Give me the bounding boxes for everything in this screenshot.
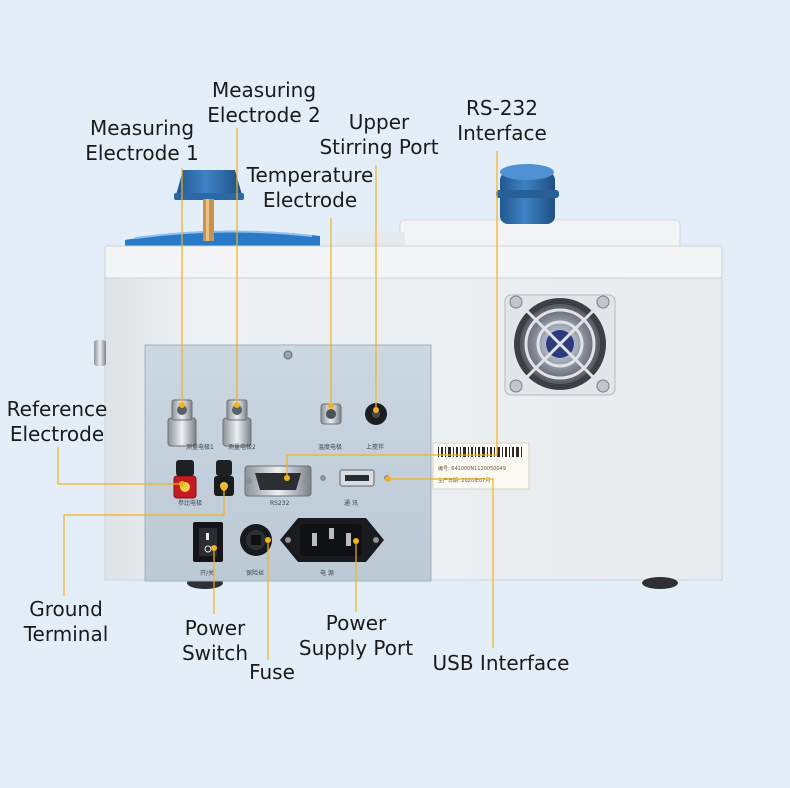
electrode-cap xyxy=(176,170,242,195)
callout-measuring-electrode-2: Measuring Electrode 2 xyxy=(207,78,321,127)
leader-lines xyxy=(57,128,498,660)
leader-ground-terminal xyxy=(63,488,225,596)
power-supply-port[interactable] xyxy=(280,518,384,562)
panel-label-comm: 通 讯 xyxy=(344,499,358,507)
panel-label-electrode-2: 测量电极2 xyxy=(228,443,256,451)
callout-fuse: Fuse xyxy=(249,660,295,684)
leader-end-dots xyxy=(179,402,391,551)
callout-rs232-interface: RS-232 Interface xyxy=(457,96,547,145)
leader-usb xyxy=(388,478,494,648)
production-date-text: 生产日期: 2020年07月 xyxy=(438,477,490,484)
callout-usb-interface: USB Interface xyxy=(432,651,570,675)
panel-label-electrode-1: 测量电极1 xyxy=(186,443,214,451)
panel-label-temperature: 温度电极 xyxy=(318,443,342,451)
panel-label-fuse: 保险丝 xyxy=(246,569,264,577)
panel-label-reference: 参比电极 xyxy=(178,499,202,507)
leader-rs232 xyxy=(286,151,498,478)
side-screw xyxy=(94,340,106,366)
fuse-holder[interactable] xyxy=(240,524,272,556)
bnc-measuring-electrode-2[interactable] xyxy=(222,399,252,447)
power-switch[interactable] xyxy=(193,522,223,562)
callout-upper-stirring-port: Upper Stirring Port xyxy=(319,110,439,159)
foot-right xyxy=(642,577,678,589)
stirrer-knob-top xyxy=(500,164,554,180)
stirrer-knob-ring xyxy=(496,190,559,198)
electrode-cap-base xyxy=(174,193,244,200)
callout-measuring-electrode-1: Measuring Electrode 1 xyxy=(85,116,199,165)
serial-sticker: 编号: 641000N1120050049 生产日期: 2020年07月 xyxy=(432,442,530,490)
top-lid xyxy=(125,230,320,248)
callout-temperature-electrode: Temperature Electrode xyxy=(246,163,374,212)
panel-label-power: 电 源 xyxy=(320,569,334,577)
rear-top-block-shadow xyxy=(335,232,405,248)
bnc-measuring-electrode-1[interactable] xyxy=(167,399,197,447)
top-lid-highlight xyxy=(134,230,313,239)
panel-screw xyxy=(283,350,293,360)
panel-label-rs232: RS232 xyxy=(270,500,290,507)
cooling-fan xyxy=(504,294,616,396)
panel-label-switch: 开/关 xyxy=(200,569,214,577)
leader-reference-electrode xyxy=(57,447,182,485)
rs232-db9-port[interactable] xyxy=(244,465,312,497)
reference-electrode-terminal[interactable] xyxy=(173,460,197,499)
serial-number-text: 编号: 641000N1120050049 xyxy=(438,465,506,472)
panel-label-stirring: 上搅拌 xyxy=(366,443,384,451)
callout-ground-terminal: Ground Terminal xyxy=(23,597,109,646)
callout-power-supply-port: Power Supply Port xyxy=(298,611,414,660)
callout-reference-electrode: Reference Electrode xyxy=(6,397,108,446)
electrode-rod-shine xyxy=(206,199,209,241)
callout-power-switch: Power Switch xyxy=(181,616,249,665)
case-top-band xyxy=(104,245,723,279)
